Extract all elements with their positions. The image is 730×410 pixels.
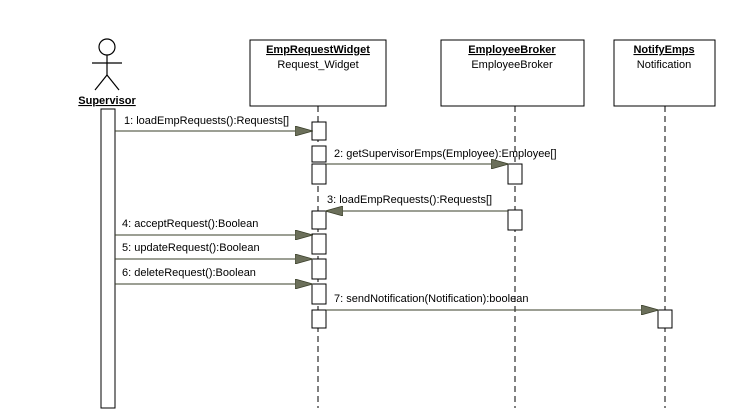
message-label: 3: loadEmpRequests():Requests[] xyxy=(327,194,492,206)
object-box xyxy=(249,39,387,107)
message-7[interactable]: 7: sendNotification(Notification):boolea… xyxy=(326,293,658,310)
activation-notify-1 xyxy=(657,309,673,329)
message-label: 7: sendNotification(Notification):boolea… xyxy=(334,293,528,305)
message-label: 2: getSupervisorEmps(Employee):Employee[… xyxy=(334,148,557,160)
activation-supervisor xyxy=(100,108,116,409)
activation-widget-2 xyxy=(311,145,327,163)
object-box xyxy=(613,39,716,107)
activation-widget-4 xyxy=(311,210,327,230)
object-notifyemps[interactable]: NotifyEmps Notification xyxy=(613,39,716,107)
message-1[interactable]: 1: loadEmpRequests():Requests[] xyxy=(115,115,312,131)
activation-widget-7 xyxy=(311,283,327,305)
actor-supervisor[interactable]: Supervisor xyxy=(78,38,136,107)
actor-left-leg xyxy=(94,74,108,91)
message-label: 4: acceptRequest():Boolean xyxy=(122,218,258,230)
object-name: EmployeeBroker xyxy=(468,44,556,56)
message-label: 6: deleteRequest():Boolean xyxy=(122,267,256,279)
object-class: EmployeeBroker xyxy=(471,59,553,71)
activation-widget-5 xyxy=(311,233,327,255)
object-box xyxy=(440,39,585,107)
message-4[interactable]: 4: acceptRequest():Boolean xyxy=(115,218,312,235)
message-3[interactable]: 3: loadEmpRequests():Requests[] xyxy=(326,194,508,211)
object-emprequestwidget[interactable]: EmpRequestWidget Request_Widget xyxy=(249,39,387,107)
object-class: Request_Widget xyxy=(277,59,358,71)
activation-broker-1 xyxy=(507,163,523,185)
object-class: Notification xyxy=(637,59,691,71)
activation-widget-8 xyxy=(311,309,327,329)
activation-broker-2 xyxy=(507,209,523,231)
message-6[interactable]: 6: deleteRequest():Boolean xyxy=(115,267,312,284)
object-employeebroker[interactable]: EmployeeBroker EmployeeBroker xyxy=(440,39,585,107)
actor-head xyxy=(98,38,116,56)
message-5[interactable]: 5: updateRequest():Boolean xyxy=(115,242,312,259)
message-2[interactable]: 2: getSupervisorEmps(Employee):Employee[… xyxy=(326,148,557,164)
object-name: EmpRequestWidget xyxy=(266,44,370,56)
message-label: 1: loadEmpRequests():Requests[] xyxy=(124,115,289,127)
activation-widget-3 xyxy=(311,163,327,185)
activation-widget-6 xyxy=(311,258,327,280)
activation-widget-1 xyxy=(311,121,327,141)
object-name: NotifyEmps xyxy=(633,44,694,56)
actor-name: Supervisor xyxy=(78,95,136,107)
actor-right-leg xyxy=(106,74,120,91)
message-label: 5: updateRequest():Boolean xyxy=(122,242,260,254)
